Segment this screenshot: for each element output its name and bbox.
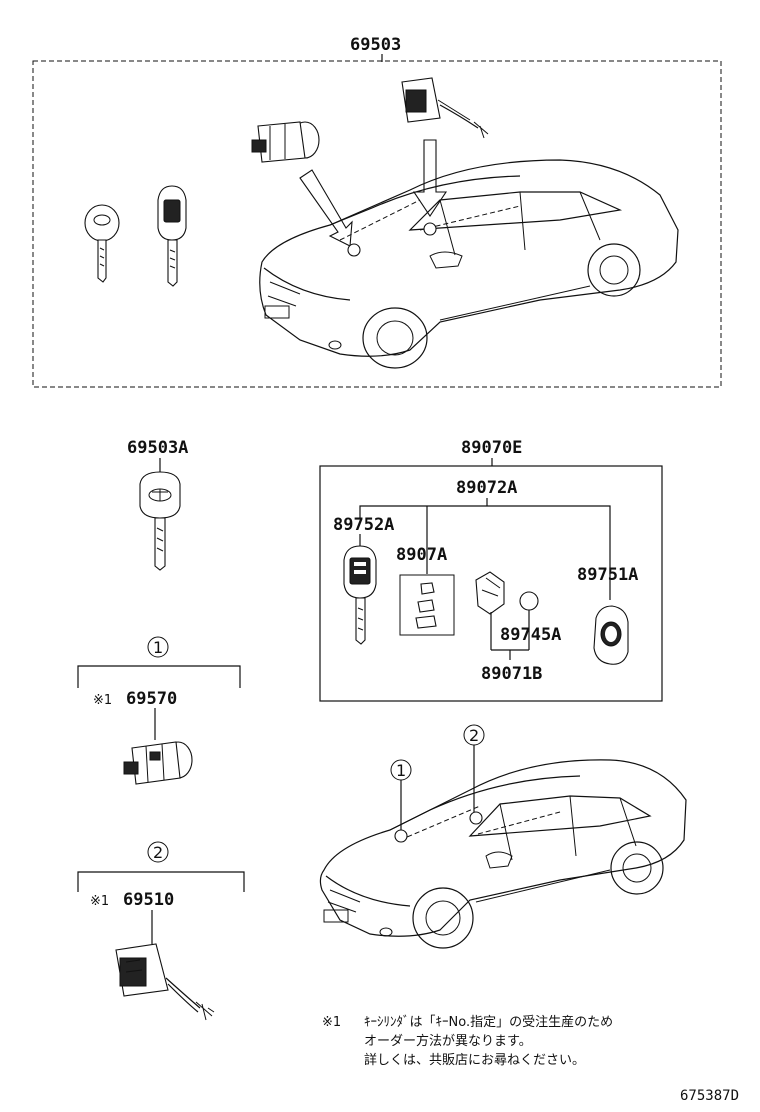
note-mark-69570: ※1	[93, 693, 112, 708]
note-line-1: ｷｰｼﾘﾝﾀﾞは「ｷｰNo.指定」の受注生産のため	[364, 1014, 613, 1030]
label-89751A: 89751A	[577, 565, 638, 585]
arrow-icon-ignition	[299, 169, 353, 247]
label-69510: 69510	[123, 890, 174, 910]
transmitter-box-89070E	[319, 465, 663, 702]
marker-two-label: 2	[153, 843, 163, 862]
label-89072A: 89072A	[456, 478, 517, 498]
label-89745A: 89745A	[500, 625, 561, 645]
car-illustration-bottom	[319, 759, 687, 949]
label-69570: 69570	[126, 689, 177, 709]
key-remote-icon-89752A	[343, 545, 377, 645]
battery-icon	[519, 591, 539, 611]
remote-module-icon	[475, 571, 505, 615]
note-mark: ※1	[322, 1015, 341, 1030]
door-cylinder-icon-top	[401, 77, 489, 139]
label-89070E: 89070E	[461, 438, 522, 458]
ignition-cylinder-icon-top	[251, 121, 320, 163]
label-8907A: 8907A	[396, 545, 447, 565]
marker-one-car-label: 1	[396, 761, 406, 780]
label-kit-69503: 69503	[350, 35, 401, 55]
rubber-buttons-icon	[415, 582, 437, 629]
label-89071B: 89071B	[481, 664, 542, 684]
key-remote-icon-top	[157, 185, 187, 287]
key-icon-top-left	[84, 204, 120, 283]
label-89752A: 89752A	[333, 515, 394, 535]
marker-one-label: 1	[153, 638, 163, 657]
remote-housing-icon	[593, 605, 629, 665]
case-set-box	[399, 574, 455, 636]
note-line-3: 詳しくは、共販店にお尋ねください。	[364, 1052, 585, 1068]
marker-circle-two	[147, 841, 169, 863]
arrow-icon-door	[412, 139, 448, 217]
marker-circle-one	[147, 636, 169, 658]
car-illustration-top	[259, 159, 679, 369]
note-line-2: オーダー方法が異なります。	[364, 1033, 532, 1049]
marker-two-car-label: 2	[469, 726, 479, 745]
note-mark-69510: ※1	[90, 894, 109, 909]
kit-box-69503	[32, 60, 722, 388]
label-69503A: 69503A	[127, 438, 188, 458]
diagram-code: 675387D	[680, 1088, 739, 1104]
key-icon-69503A	[139, 471, 181, 571]
ignition-cylinder-icon	[123, 741, 193, 785]
door-cylinder-icon	[115, 943, 215, 1021]
